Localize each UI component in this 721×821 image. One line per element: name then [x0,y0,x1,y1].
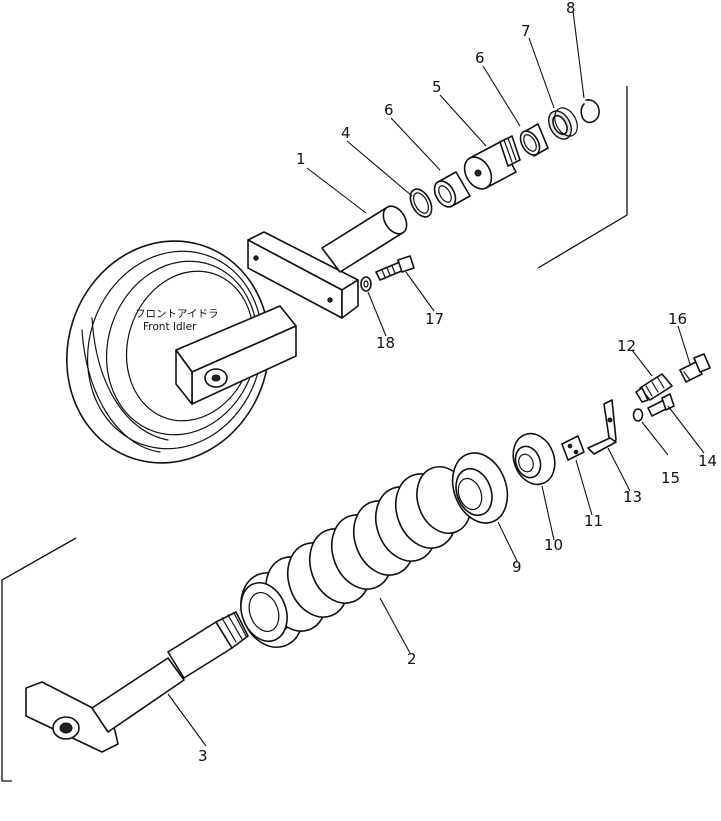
part-4-o-ring [409,188,433,218]
callout-7: 7 [521,22,531,40]
callout-15: 15 [661,469,680,487]
part-13-bracket [587,399,617,455]
callout-18: 18 [376,334,395,352]
callout-11: 11 [584,512,603,530]
assembly-frame-upper [537,86,628,269]
caption-english: Front Idler [143,321,197,333]
callout-9: 9 [512,558,522,576]
leader-lines [167,10,705,747]
callout-17: 17 [425,310,444,328]
part-3-rod [25,611,249,753]
callout-5: 5 [432,78,442,96]
part-6-bushing-right [519,123,549,157]
callout-10: 10 [544,536,563,554]
front-idler-wheel [65,240,271,464]
caption-japanese: フロントアイドラ [135,308,218,320]
assembly-frame-lower [1,537,77,782]
callout-3: 3 [198,747,208,765]
guide-block [247,231,359,319]
callout-6-right: 6 [475,49,485,67]
part-18-washer [360,276,372,292]
callout-6-left: 6 [384,101,394,119]
part-10-ring [512,432,556,486]
part-16-fitting [679,353,711,383]
part-9-retainer [451,452,509,524]
callout-2: 2 [407,650,417,668]
part-8-snap-ring [580,99,600,124]
part-1-shaft [321,205,408,273]
part-14-bolt [647,393,675,417]
callout-1: 1 [296,150,306,168]
callout-12: 12 [617,337,636,355]
callout-14: 14 [698,452,717,470]
part-2-spring [240,466,472,648]
part-7-nut [548,107,578,140]
part-17-bolt [375,255,415,281]
part-11-plate [561,435,585,461]
part-15-washer [632,408,644,422]
callout-4: 4 [341,124,351,142]
idler-yoke-bracket [175,305,297,405]
callout-13: 13 [623,488,642,506]
callout-16: 16 [668,310,687,328]
part-5-cylinder [463,135,521,190]
part-6-bushing-left [433,171,471,208]
callout-8: 8 [566,0,576,17]
part-12-valve [635,373,673,403]
